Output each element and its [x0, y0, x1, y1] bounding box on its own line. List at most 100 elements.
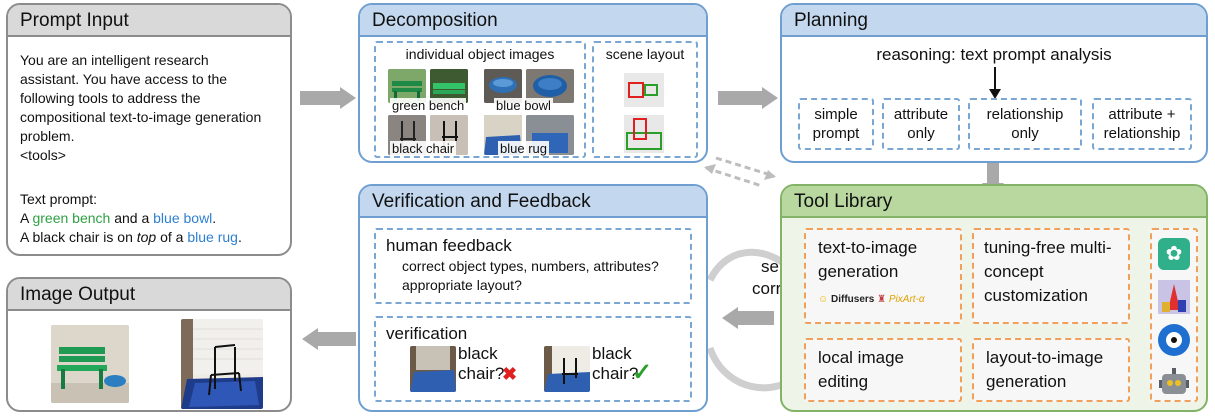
layout-diagram-1 [624, 73, 664, 107]
plan-option-attr-rel: attribute + relationship [1092, 98, 1192, 150]
check-icon: ✓ [632, 359, 653, 386]
verify-image-pass [544, 346, 590, 392]
tool-local-edit: local image editing [804, 338, 962, 402]
verify-image-fail [410, 346, 456, 392]
caption-blue-rug: blue rug [498, 141, 549, 156]
decomposition-panel: Decomposition individual object images g… [358, 3, 708, 163]
caption-green-bench: green bench [390, 98, 467, 113]
tile-bench-2 [430, 69, 468, 103]
feedback-question-1: correct object types, numbers, attribute… [402, 258, 659, 274]
prompt-line-1: A green bench and a blue bowl. [20, 209, 290, 228]
dashed-arrows [704, 156, 776, 188]
tool-library-title: Tool Library [782, 186, 1206, 218]
bench-illustration [51, 325, 129, 403]
verification-label: verification [386, 324, 468, 343]
arrow-planning-to-tools-shaft [987, 160, 999, 184]
chair-illustration [181, 319, 263, 409]
human-feedback-label: human feedback [386, 236, 512, 255]
blue-rug-text: blue rug [187, 229, 238, 245]
robot-icon [1159, 368, 1189, 396]
tool-tuning-free: tuning-free multi-concept customization [972, 228, 1130, 324]
plan-option-relationship-text: relationship only [986, 106, 1064, 142]
arrow-prompt-to-decomp-head [340, 87, 356, 109]
tool-t2i-label: text-to-image generation [818, 238, 918, 281]
top-text: top [136, 229, 157, 245]
text-prompt-label: Text prompt: [20, 191, 98, 207]
dalle-art-icon [1158, 280, 1190, 314]
tool-layout2img-label: layout-to-image generation [986, 348, 1104, 391]
verify-fail-text: black chair? [458, 344, 505, 383]
reasoning-label: reasoning: text prompt analysis [876, 45, 1112, 64]
prompt-line-2: A black chair is on top of a blue rug. [20, 228, 290, 247]
arrow-verify-to-output-head [302, 328, 318, 350]
word: . [237, 229, 242, 245]
arrow-tools-to-verify-shaft [738, 311, 774, 325]
tool-library-panel: Tool Library text-to-image generation ☺ … [780, 184, 1208, 412]
arrow-verify-to-output-shaft [318, 332, 356, 346]
verify-pass-text: black chair? [592, 344, 639, 383]
green-bench-text: green bench [32, 210, 111, 226]
scene-layout-box: scene layout [592, 41, 698, 158]
individual-images-box: individual object images green bench blu… [374, 41, 586, 158]
plan-option-attribute-text: attribute only [893, 106, 949, 142]
black-chair-text: black chair [32, 229, 100, 245]
individual-images-label: individual object images [405, 46, 555, 62]
plan-option-attribute: attribute only [882, 98, 960, 150]
tools-tag: <tools> [20, 147, 66, 163]
diffusers-logo: Diffusers [831, 294, 875, 305]
arrow-decomp-to-planning-head [762, 87, 778, 109]
prompt-instructions: You are an intelligent research assistan… [20, 51, 270, 165]
decomposition-title: Decomposition [360, 5, 706, 37]
word: A [20, 229, 33, 245]
arrow-tools-to-verify-head [722, 307, 738, 329]
caption-blue-bowl: blue bowl [494, 98, 553, 113]
verification-title: Verification and Feedback [360, 186, 706, 218]
image-output-title: Image Output [8, 279, 290, 311]
tool-local-edit-label: local image editing [818, 348, 904, 391]
model-icons-column: ✿ [1150, 228, 1198, 402]
tool-layout-to-image: layout-to-image generation [972, 338, 1130, 402]
image-output-panel: Image Output [6, 277, 292, 412]
output-image-bench [51, 325, 129, 403]
plan-option-attr-rel-text: attribute + relationship [1103, 106, 1181, 142]
text-prompt-block: Text prompt: A green bench and a blue bo… [20, 190, 290, 247]
planning-title: Planning [782, 5, 1206, 37]
plan-option-simple-text: simple prompt [812, 106, 860, 142]
chatgpt-icon: ✿ [1158, 238, 1190, 270]
tile-rug-2 [526, 115, 574, 155]
word: . [212, 210, 217, 226]
caption-black-chair: black chair [390, 141, 457, 156]
logos-row: ☺ Diffusers ♜ PixArt-α [818, 294, 925, 305]
layout-diagram-2 [624, 115, 664, 153]
human-feedback-box: human feedback correct object types, num… [374, 228, 692, 304]
hugging-face-icon: ☺ [818, 294, 829, 305]
word: is on [99, 229, 137, 245]
word: and a [110, 210, 154, 226]
tool-tuning-free-label: tuning-free multi-concept customization [984, 238, 1112, 305]
scene-layout-label: scene layout [605, 46, 685, 62]
eye-icon [1158, 324, 1190, 356]
reasoning-arrow [989, 67, 1001, 99]
arrow-decomp-to-planning-shaft [718, 91, 762, 105]
plan-option-simple: simple prompt [798, 98, 874, 150]
pixart-icon: ♜ [877, 294, 887, 305]
plan-option-relationship: relationship only [968, 98, 1082, 150]
prompt-input-panel: Prompt Input You are an intelligent rese… [6, 3, 292, 256]
prompt-input-title: Prompt Input [8, 5, 290, 37]
pixart-logo: PixArt-α [888, 294, 925, 305]
tile-bench-1 [388, 69, 426, 103]
verification-panel: Verification and Feedback human feedback… [358, 184, 708, 412]
planning-panel: Planning reasoning: text prompt analysis… [780, 3, 1208, 163]
cross-icon: ✖ [502, 364, 518, 384]
prompt-body: You are an intelligent research assistan… [20, 52, 262, 144]
output-image-chair [181, 319, 263, 409]
tool-text-to-image: text-to-image generation ☺ Diffusers ♜ P… [804, 228, 962, 324]
tile-bowl-1 [484, 69, 522, 103]
word: A [20, 210, 33, 226]
verification-box: verification black chair? ✖ black chair?… [374, 316, 692, 402]
arrow-prompt-to-decomp-shaft [300, 91, 340, 105]
word: of a [156, 229, 188, 245]
blue-bowl-text: blue bowl [153, 210, 213, 226]
tile-bowl-2 [526, 69, 574, 103]
feedback-question-2: appropriate layout? [402, 277, 522, 293]
